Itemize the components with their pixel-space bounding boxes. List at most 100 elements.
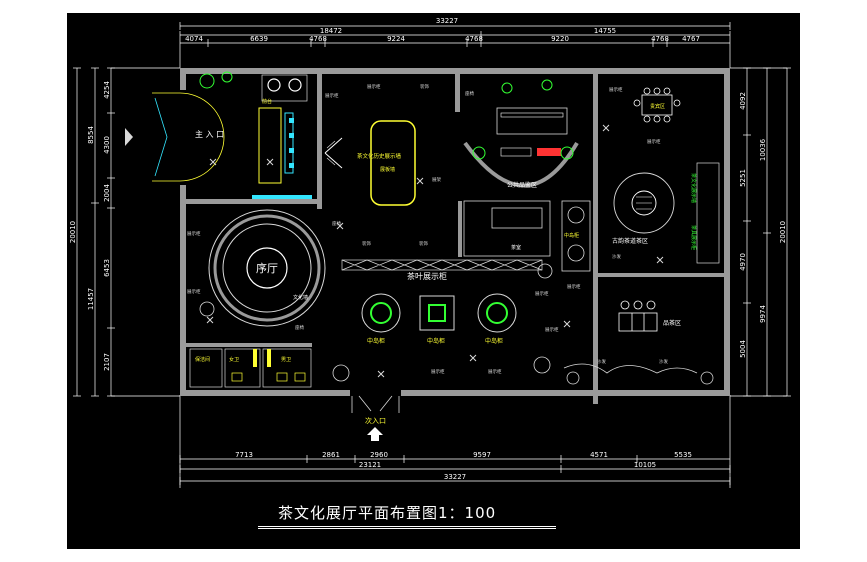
dim-bottom-left: 23121 xyxy=(359,461,381,469)
tag-display-5: 展示柜 xyxy=(535,290,549,297)
dim-left-seg-1: 4254 xyxy=(103,81,111,99)
tag-shelf-1: 展架 xyxy=(432,177,441,183)
dim-right-total: 20010 xyxy=(779,221,787,243)
tag-chair-2: 座椅 xyxy=(332,220,341,227)
public-tasting-area xyxy=(463,79,579,188)
label-main-entrance: 主 入 口 xyxy=(195,129,224,139)
dim-bottom-seg-4: 9597 xyxy=(473,451,491,459)
dim-top-seg-5: 4768 xyxy=(465,35,483,43)
dim-left-seg-5: 2107 xyxy=(103,353,111,371)
main-entrance-door xyxy=(152,92,225,182)
label-front-desk: 前台 xyxy=(262,98,272,105)
dim-top-seg-7: 4768 xyxy=(651,35,669,43)
vip-room xyxy=(633,87,681,123)
tag-chair-3: 座椅 xyxy=(295,324,304,331)
dim-right-seg-4: 5004 xyxy=(739,340,747,358)
tag-sofa-1: 沙发 xyxy=(612,253,621,260)
tag-decor-2: 装饰 xyxy=(362,240,371,247)
dim-bottom-total: 33227 xyxy=(444,473,466,481)
tag-display-8: 展示柜 xyxy=(488,368,502,375)
dim-left-upper: 8554 xyxy=(87,126,95,144)
tag-sofa-3: 沙发 xyxy=(659,358,668,365)
right-dimensions xyxy=(730,67,791,397)
title-underline xyxy=(258,526,556,529)
ancient-tea-area xyxy=(613,162,720,264)
left-dimensions xyxy=(73,67,180,397)
label-secondary-entrance: 次入口 xyxy=(365,416,386,425)
hall-round xyxy=(208,209,326,327)
label-history-wall: 茶文化历史展示墙 xyxy=(357,152,402,160)
restrooms xyxy=(189,348,312,388)
dim-bottom-seg-5: 4571 xyxy=(590,451,608,459)
people-figures xyxy=(206,124,664,378)
tea-room xyxy=(463,200,551,257)
dim-top-left: 18472 xyxy=(320,27,342,35)
bottom-dimensions xyxy=(179,395,731,488)
dim-left-seg-2: 4300 xyxy=(103,136,111,154)
label-cleaning: 保洁间 xyxy=(195,356,210,363)
label-tea-culture-right: 茶文化展示墙 xyxy=(690,173,697,203)
dim-top-right: 14755 xyxy=(594,27,616,35)
secondary-entrance-door xyxy=(351,395,400,413)
dim-bottom-right: 10105 xyxy=(634,461,656,469)
tag-display-7: 展示柜 xyxy=(431,368,445,375)
dim-bottom-seg-2: 2861 xyxy=(322,451,340,459)
tea-set-display xyxy=(561,200,591,272)
dim-top-seg-1: 4074 xyxy=(185,35,203,43)
label-hall: 序厅 xyxy=(256,261,278,275)
dim-left-total: 20010 xyxy=(69,221,77,243)
tag-display-3: 展示柜 xyxy=(187,230,201,237)
tag-chair-1: 座椅 xyxy=(465,90,474,97)
dim-top-seg-3: 4768 xyxy=(309,35,327,43)
dim-right-upper: 10036 xyxy=(759,138,767,161)
tag-display-2: 展示柜 xyxy=(367,83,381,90)
label-island-3: 中岛柜 xyxy=(485,337,503,345)
dim-top-seg-2: 6639 xyxy=(250,35,268,43)
exterior-walls xyxy=(180,68,730,404)
label-display-board: 展板墙 xyxy=(380,166,395,173)
tag-display-4: 展示柜 xyxy=(187,288,201,295)
dim-left-seg-4: 6453 xyxy=(103,259,111,277)
furniture-tags: 展示柜 展示柜 装饰 座椅 展架 座椅 装饰 装饰 展示柜 展示柜 座椅 展示柜… xyxy=(187,83,668,375)
tag-display-6: 展示柜 xyxy=(545,326,559,333)
label-tea-display-cabinet: 茶叶展示柜 xyxy=(407,271,447,281)
tag-decor-1: 装饰 xyxy=(420,83,429,90)
tag-decor-3: 装饰 xyxy=(419,240,428,247)
label-island-2: 中岛柜 xyxy=(427,337,445,345)
tasting-area xyxy=(563,300,698,374)
label-island-4: 中岛柜 xyxy=(564,232,579,239)
dim-right-seg-2: 5251 xyxy=(739,169,747,187)
dim-top-total: 33227 xyxy=(436,17,458,25)
reception-area xyxy=(199,71,312,199)
dim-bottom-seg-3: 2960 xyxy=(370,451,388,459)
label-restroom-m: 男卫 xyxy=(281,357,291,363)
island-cabinets xyxy=(361,293,517,333)
label-hall-side: 文化墙 xyxy=(293,294,308,301)
dim-left-lower: 11457 xyxy=(87,288,95,310)
dim-right-lower: 9974 xyxy=(759,305,767,323)
label-ancient-tea: 古韵茶道茶区 xyxy=(612,237,648,245)
tag-display-1: 展示柜 xyxy=(325,92,339,99)
dim-right-seg-1: 4092 xyxy=(739,92,747,110)
dim-top-seg-6: 9220 xyxy=(551,35,569,43)
dim-bottom-seg-6: 5535 xyxy=(674,451,692,459)
dim-left-seg-3: 2004 xyxy=(103,184,111,202)
label-public-tasting: 公共品鉴区 xyxy=(507,181,537,189)
label-island-1: 中岛柜 xyxy=(367,337,385,345)
tag-display-11: 展示柜 xyxy=(567,283,581,290)
dim-top-seg-8: 4767 xyxy=(682,35,700,43)
drawing-title: 茶文化展厅平面布置图1：100 xyxy=(278,504,497,522)
label-restroom-f: 女卫 xyxy=(229,356,239,363)
dim-right-seg-3: 4970 xyxy=(739,253,747,271)
label-vip-room: 贵宾区 xyxy=(650,103,665,110)
tag-display-9: 展示柜 xyxy=(609,86,623,93)
dim-bottom-seg-1: 7713 xyxy=(235,451,253,459)
label-tasting-area: 品茶区 xyxy=(663,319,681,327)
floor-plan: 33227 18472 14755 4074 6639 4768 9224 47… xyxy=(69,17,791,488)
entrance-arrow-icon xyxy=(125,128,133,146)
secondary-entrance-arrow-icon xyxy=(367,427,383,441)
tag-sofa-2: 沙发 xyxy=(597,358,606,365)
tea-display-cabinet xyxy=(341,259,543,271)
label-tea-set-display: 茶具展示柜 xyxy=(690,225,697,250)
dim-top-seg-4: 9224 xyxy=(387,35,405,43)
